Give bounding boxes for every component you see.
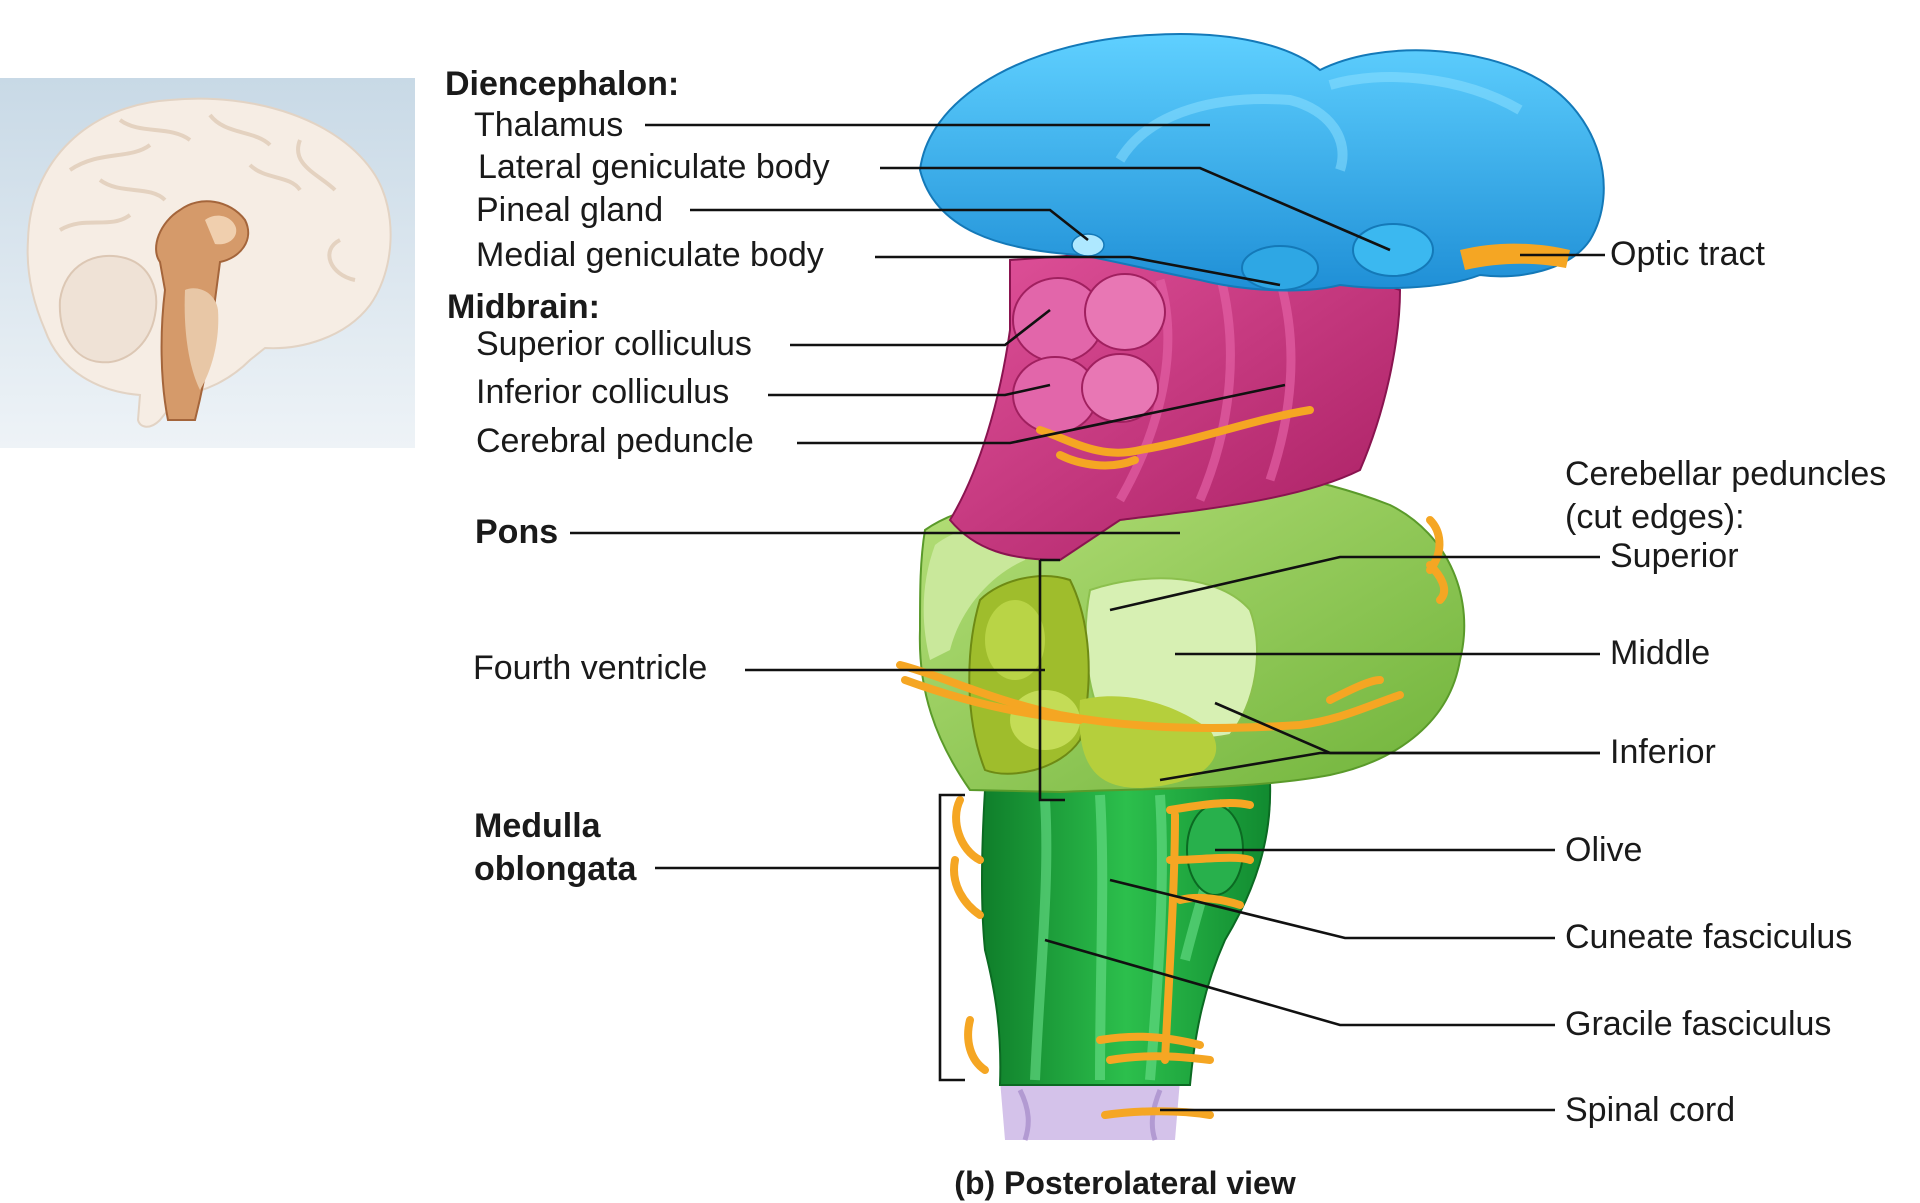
thalamus (918, 33, 1605, 292)
label-cuneate-fasciculus: Cuneate fasciculus (1565, 918, 1852, 956)
labels: Diencephalon: Thalamus Lateral geniculat… (445, 65, 1886, 1201)
label-gracile-fasciculus: Gracile fasciculus (1565, 1005, 1831, 1043)
label-superior-peduncle: Superior (1610, 537, 1739, 575)
label-pons: Pons (475, 513, 558, 551)
medulla-fasciculi-stripes (1030, 794, 1230, 1081)
label-cerebellar-peduncles-line2: (cut edges): (1565, 498, 1745, 536)
label-olive: Olive (1565, 831, 1642, 869)
spinal-cord-shading (1017, 1088, 1163, 1141)
label-inferior-colliculus: Inferior colliculus (476, 373, 729, 411)
cranial-nerves (896, 406, 1449, 1119)
label-spinal-cord: Spinal cord (1565, 1091, 1735, 1129)
inset-pons (184, 288, 219, 390)
cerebral-peduncle-fibers (1116, 273, 1296, 503)
label-midbrain: Midbrain: (447, 288, 600, 326)
inset-sagittal-brain (0, 78, 415, 448)
thalamus-highlight (1115, 72, 1523, 172)
pineal-gland (1071, 233, 1105, 257)
label-pineal-gland: Pineal gland (476, 191, 663, 229)
label-diencephalon: Diencephalon: (445, 65, 679, 103)
label-medulla-line2: oblongata (474, 850, 638, 888)
label-superior-colliculus: Superior colliculus (476, 325, 752, 363)
label-fourth-ventricle: Fourth ventricle (473, 649, 707, 687)
inset-cerebellum (58, 254, 158, 364)
lateral-geniculate-body (1352, 223, 1434, 277)
spinal-cord (1000, 1080, 1180, 1140)
label-medial-geniculate-body: Medial geniculate body (476, 236, 824, 274)
label-cerebellar-peduncles-line1: Cerebellar peduncles (1565, 455, 1886, 493)
leader-lines (570, 123, 1605, 1112)
superior-colliculus-bump-2 (1084, 273, 1166, 351)
label-medulla-line1: Medulla (474, 807, 602, 845)
inset-thalamus (205, 215, 237, 245)
ventricle-bulge-1 (985, 600, 1045, 680)
superior-peduncle-cut (923, 523, 1030, 660)
label-inferior-peduncle: Inferior (1610, 733, 1716, 771)
brainstem-illustration (896, 33, 1605, 1141)
label-cerebral-peduncle: Cerebral peduncle (476, 422, 754, 460)
medial-geniculate-body (1241, 245, 1319, 291)
label-optic-tract: Optic tract (1610, 235, 1765, 273)
label-middle-peduncle: Middle (1610, 634, 1710, 672)
optic-tract (1460, 243, 1570, 270)
figure-caption: (b) Posterolateral view (954, 1165, 1296, 1201)
label-thalamus: Thalamus (474, 106, 623, 144)
inferior-colliculus-bump-2 (1081, 353, 1159, 423)
inset-gyri (58, 113, 356, 282)
label-lateral-geniculate-body: Lateral geniculate body (478, 148, 830, 186)
